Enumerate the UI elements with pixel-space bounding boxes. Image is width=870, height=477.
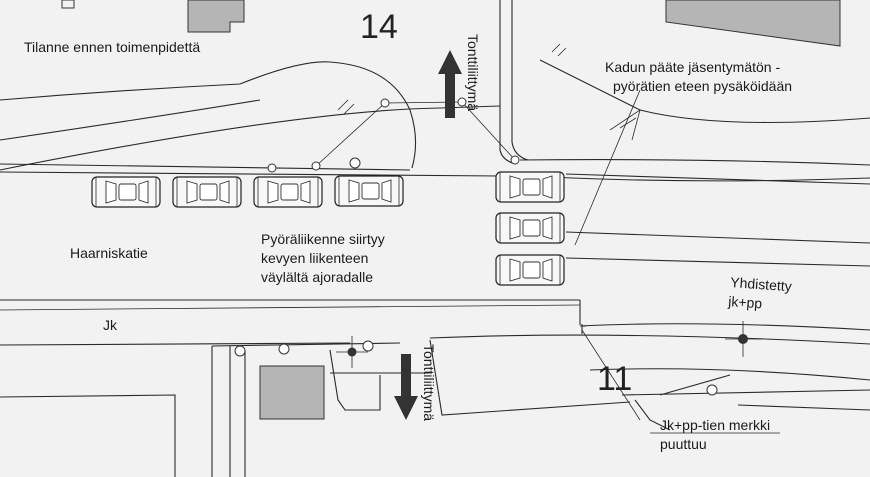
poles bbox=[234, 97, 718, 396]
block-number-11: 11 bbox=[597, 360, 632, 398]
bike-note-line3: väylältä ajoradalle bbox=[261, 269, 373, 285]
car-top-view-icon bbox=[253, 176, 323, 208]
leader-lines bbox=[315, 89, 780, 434]
street-end-note-line1: Kadun pääte jäsentymätön - bbox=[605, 59, 780, 75]
bike-note-line1: Pyöräliikenne siirtyy bbox=[261, 231, 385, 247]
situation-title: Tilanne ennen toimenpidettä bbox=[24, 39, 200, 55]
combined-path-label-line1: Yhdistetty bbox=[730, 274, 792, 294]
street-end-note-line2: pyörätien eteen pysäköidään bbox=[613, 78, 792, 94]
car-top-view-icon bbox=[334, 175, 404, 207]
car-top-view-icon bbox=[495, 212, 565, 244]
block-number-14: 14 bbox=[360, 8, 398, 46]
driveway-label-top: Tonttiliittymä bbox=[465, 34, 481, 111]
car-top-view-icon bbox=[495, 171, 565, 203]
arrow-icon bbox=[438, 50, 462, 118]
combined-path-label-line2: jk+pp bbox=[727, 293, 763, 311]
sign-missing-note-line2: puuttuu bbox=[660, 436, 707, 452]
car-top-view-icon bbox=[495, 254, 565, 286]
bike-note-line2: kevyen liikenteen bbox=[261, 250, 368, 266]
lamp-posts bbox=[336, 321, 761, 368]
sign-missing-note-line1: Jk+pp-tien merkki bbox=[660, 417, 770, 433]
car-top-view-icon bbox=[172, 176, 242, 208]
sign-post-icon bbox=[581, 324, 586, 334]
car-top-view-icon bbox=[91, 176, 161, 208]
driveway-label-bottom: Tonttiliittymä bbox=[421, 344, 437, 421]
walkway-label: Jk bbox=[103, 317, 118, 333]
arrow-icon bbox=[394, 354, 418, 420]
buildings bbox=[61, 0, 841, 420]
street-name-label: Haarniskatie bbox=[70, 245, 148, 261]
